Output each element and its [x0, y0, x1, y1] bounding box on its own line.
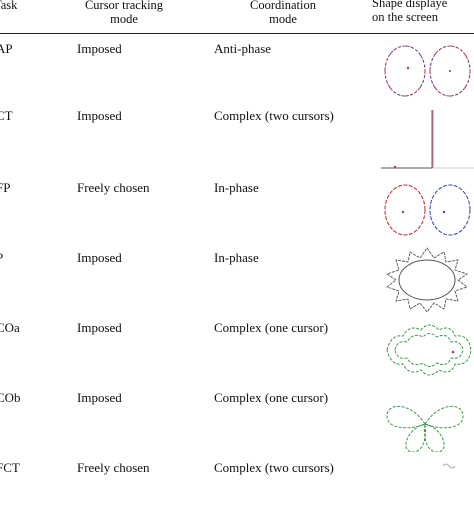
cell-cursor-mode: Imposed — [77, 390, 122, 405]
cell-task: AP — [0, 41, 13, 56]
cell-coordination: Anti-phase — [214, 41, 272, 56]
table-header: Task Cursor tracking mode Coordination m… — [0, 0, 474, 34]
cell-cursor-mode: Freely chosen — [77, 460, 150, 475]
task-table: Task Cursor tracking mode Coordination m… — [0, 0, 474, 475]
cell-task: FCT — [0, 460, 20, 475]
table-row: COb Imposed Complex (one cursor) — [0, 390, 474, 452]
cell-task: COb — [0, 390, 21, 405]
cell-task: COa — [0, 320, 20, 335]
two-circles-anti-phase-icon — [381, 37, 474, 103]
header-cursor-tracking-mode: Cursor tracking mode — [84, 0, 164, 26]
two-circles-in-phase-icon — [381, 176, 474, 242]
cell-task: FP — [0, 180, 11, 195]
cell-coordination: Complex (one cursor) — [214, 320, 329, 335]
table-row: FP Freely chosen In-phase — [0, 180, 474, 242]
cell-coordination: Complex (two cursors) — [214, 460, 334, 475]
table-row: AP Imposed Anti-phase — [0, 41, 474, 103]
cell-cursor-mode: Imposed — [77, 320, 122, 335]
header-rule — [0, 33, 474, 34]
cell-cursor-mode: Imposed — [77, 41, 122, 56]
cell-cursor-mode: Imposed — [77, 250, 122, 265]
star-ellipse-icon — [381, 246, 474, 312]
table-row: FCT Freely chosen Complex (two cursors) — [0, 460, 474, 522]
table-row: CT Imposed Complex (two cursors) — [0, 108, 474, 170]
corner-axes-icon — [381, 104, 474, 170]
header-coordination-mode: Coordination mode — [250, 0, 316, 26]
cell-coordination: Complex (two cursors) — [214, 108, 334, 123]
table-row: COa Imposed Complex (one cursor) — [0, 320, 474, 382]
four-petal-flower-icon — [381, 386, 474, 452]
cell-cursor-mode: Freely chosen — [77, 180, 150, 195]
partial-shape-icon — [381, 456, 474, 522]
cell-task: P — [0, 250, 3, 266]
cell-coordination: In-phase — [214, 250, 259, 265]
cell-task: CT — [0, 108, 13, 123]
table-row: P Imposed In-phase — [0, 247, 474, 312]
cell-coordination: In-phase — [214, 180, 259, 195]
cell-cursor-mode: Imposed — [77, 108, 122, 123]
cell-coordination: Complex (one cursor) — [214, 390, 329, 405]
header-shape-displayed: Shape displaye on the screen — [372, 0, 448, 24]
header-task: Task — [0, 0, 18, 12]
scalloped-rings-icon — [381, 316, 474, 382]
